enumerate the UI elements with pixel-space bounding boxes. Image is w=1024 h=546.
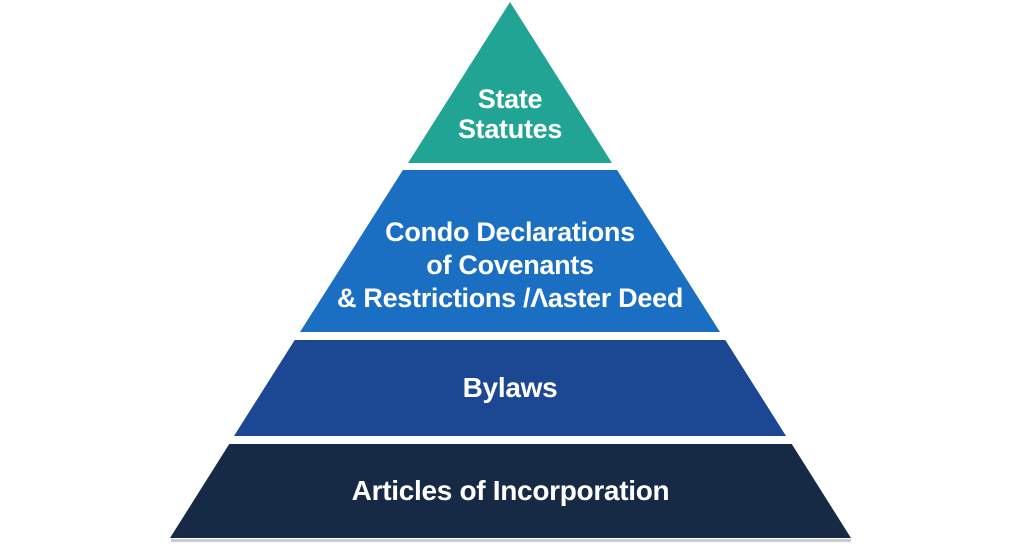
pyramid-level-bylaws: Bylaws bbox=[234, 340, 786, 436]
pyramid-level-state-statutes: State Statutes bbox=[408, 2, 612, 163]
level-label-line: Bylaws bbox=[462, 372, 558, 403]
level-label-line: State bbox=[477, 84, 543, 114]
level-label-line: Articles of Incorporation bbox=[351, 475, 670, 506]
level-label-line: & Restrictions /Λaster Deed bbox=[336, 283, 684, 313]
level-label-line: Statutes bbox=[457, 114, 563, 144]
pyramid-level-condo-declarations: Condo Declarations of Covenants & Restri… bbox=[300, 170, 720, 332]
level-label-line: of Covenants bbox=[426, 250, 594, 280]
level-label-line: Condo Declarations bbox=[385, 217, 635, 247]
pyramid-level-articles-of-incorporation: Articles of Incorporation bbox=[170, 444, 851, 538]
pyramid-base-shadow-line bbox=[171, 539, 851, 542]
